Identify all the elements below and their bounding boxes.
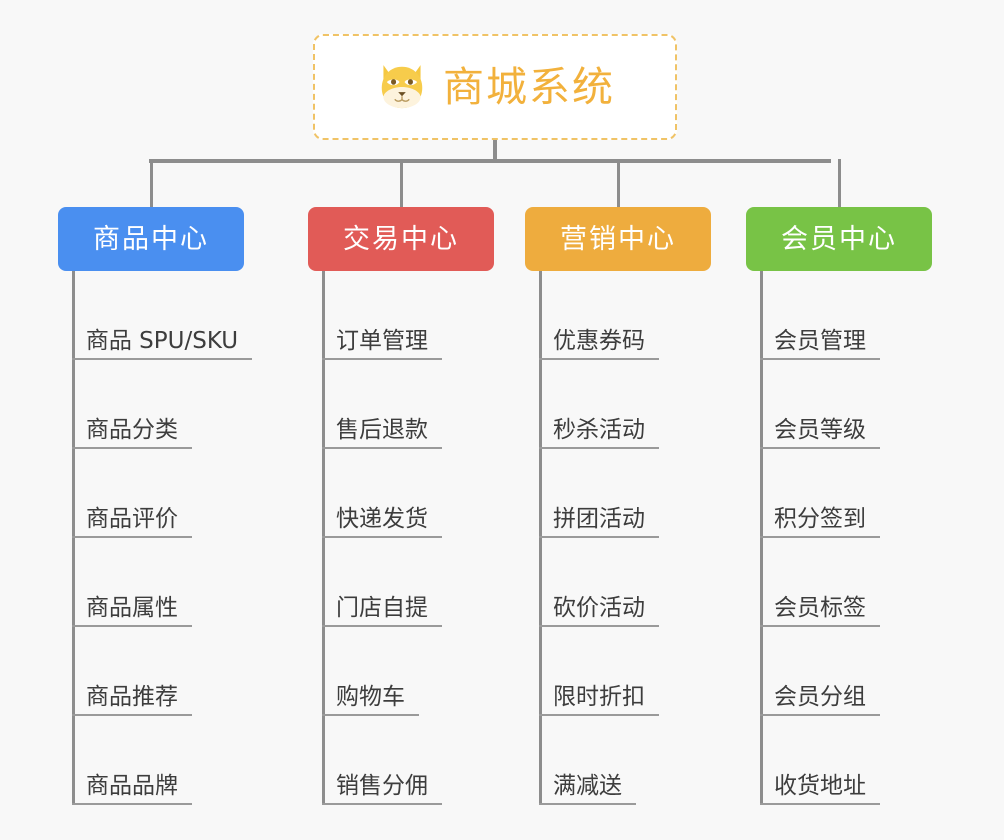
leaf-item-label: 售后退款 (336, 417, 428, 443)
leaf-item-underline (72, 447, 192, 449)
leaf-item-underline (760, 536, 880, 538)
leaf-item-underline (539, 714, 659, 716)
leaf-column-1: 商品 SPU/SKU 商品分类商品评价商品属性商品推荐商品品牌 (72, 271, 282, 805)
leaf-item-underline (322, 803, 442, 805)
leaf-item-label: 收货地址 (774, 773, 866, 799)
leaf-item-underline (72, 625, 192, 627)
leaf-item[interactable]: 积分签到 (760, 449, 880, 538)
category-label: 商品中心 (93, 223, 209, 255)
leaf-item-underline (72, 358, 252, 360)
leaf-item-label: 商品品牌 (86, 773, 178, 799)
leaf-item-label: 砍价活动 (553, 595, 645, 621)
leaf-item-label: 秒杀活动 (553, 417, 645, 443)
leaf-column-spine (760, 271, 763, 805)
leaf-item[interactable]: 会员等级 (760, 360, 880, 449)
leaf-item-underline (72, 803, 192, 805)
leaf-item-underline (539, 625, 659, 627)
leaf-item-label: 积分签到 (774, 506, 866, 532)
leaf-column-4: 会员管理会员等级积分签到会员标签会员分组收货地址 (760, 271, 970, 805)
leaf-item-label: 商品评价 (86, 506, 178, 532)
connector-drop-3 (617, 159, 620, 207)
leaf-item-underline (539, 803, 636, 805)
leaf-item-label: 会员等级 (774, 417, 866, 443)
leaf-item-label: 商品 SPU/SKU (85, 328, 239, 354)
leaf-item-underline (760, 358, 880, 360)
leaf-item-underline (322, 714, 419, 716)
connector-drop-2 (400, 159, 403, 207)
leaf-item-label: 快递发货 (336, 506, 428, 532)
leaf-item[interactable]: 商品推荐 (72, 627, 192, 716)
leaf-item[interactable]: 订单管理 (322, 271, 442, 360)
leaf-item-underline (322, 536, 442, 538)
connector-root-stem (493, 140, 497, 162)
leaf-column-spine (322, 271, 325, 805)
leaf-item-underline (760, 447, 880, 449)
leaf-item-label: 拼团活动 (553, 506, 645, 532)
leaf-item[interactable]: 购物车 (322, 627, 419, 716)
leaf-item[interactable]: 门店自提 (322, 538, 442, 627)
leaf-item[interactable]: 商品 SPU/SKU (72, 271, 252, 360)
leaf-item[interactable]: 商品品牌 (72, 716, 192, 805)
connector-drop-1 (150, 159, 153, 207)
leaf-item-label: 会员管理 (774, 328, 866, 354)
category-box-4[interactable]: 会员中心 (746, 207, 932, 271)
category-box-3[interactable]: 营销中心 (525, 207, 711, 271)
leaf-item[interactable]: 会员管理 (760, 271, 880, 360)
leaf-item[interactable]: 优惠券码 (539, 271, 659, 360)
leaf-item-underline (322, 625, 442, 627)
leaf-column-spine (72, 271, 75, 805)
leaf-item[interactable]: 商品分类 (72, 360, 192, 449)
leaf-item-underline (72, 714, 192, 716)
category-label: 营销中心 (560, 223, 676, 255)
category-box-1[interactable]: 商品中心 (58, 207, 244, 271)
leaf-item-label: 满减送 (553, 773, 622, 799)
leaf-item[interactable]: 拼团活动 (539, 449, 659, 538)
leaf-item[interactable]: 商品属性 (72, 538, 192, 627)
leaf-column-spine (539, 271, 542, 805)
leaf-item-underline (760, 625, 880, 627)
leaf-item-underline (539, 536, 659, 538)
connector-drop-4 (838, 159, 841, 207)
leaf-item-label: 会员标签 (774, 595, 866, 621)
leaf-item-underline (72, 536, 192, 538)
leaf-item-label: 优惠券码 (553, 328, 645, 354)
leaf-item-label: 限时折扣 (553, 684, 645, 710)
leaf-item-label: 门店自提 (336, 595, 428, 621)
leaf-column-3: 优惠券码秒杀活动拼团活动砍价活动限时折扣满减送 (539, 271, 749, 805)
leaf-item-label: 订单管理 (336, 328, 428, 354)
leaf-item-label: 购物车 (336, 684, 405, 710)
leaf-item-underline (760, 803, 880, 805)
leaf-item[interactable]: 商品评价 (72, 449, 192, 538)
leaf-item-label: 商品属性 (86, 595, 178, 621)
leaf-item-label: 商品分类 (86, 417, 178, 443)
leaf-item[interactable]: 秒杀活动 (539, 360, 659, 449)
connector-horizontal-bus (149, 159, 831, 163)
leaf-item-label: 销售分佣 (336, 773, 428, 799)
leaf-item[interactable]: 满减送 (539, 716, 636, 805)
leaf-item-underline (322, 447, 442, 449)
leaf-item[interactable]: 限时折扣 (539, 627, 659, 716)
leaf-item[interactable]: 砍价活动 (539, 538, 659, 627)
leaf-column-2: 订单管理售后退款快递发货门店自提购物车销售分佣 (322, 271, 532, 805)
leaf-item-underline (539, 358, 659, 360)
root-node[interactable]: 商城系统 (313, 34, 677, 140)
category-label: 会员中心 (781, 223, 897, 255)
shiba-dog-icon (381, 65, 423, 109)
category-label: 交易中心 (343, 223, 459, 255)
leaf-item-label: 会员分组 (774, 684, 866, 710)
leaf-item[interactable]: 快递发货 (322, 449, 442, 538)
leaf-item-underline (539, 447, 659, 449)
leaf-item[interactable]: 售后退款 (322, 360, 442, 449)
leaf-item-underline (322, 358, 442, 360)
leaf-item-label: 商品推荐 (86, 684, 178, 710)
leaf-item[interactable]: 销售分佣 (322, 716, 442, 805)
category-box-2[interactable]: 交易中心 (308, 207, 494, 271)
leaf-item[interactable]: 会员标签 (760, 538, 880, 627)
root-title: 商城系统 (443, 62, 615, 111)
leaf-item[interactable]: 会员分组 (760, 627, 880, 716)
leaf-item-underline (760, 714, 880, 716)
leaf-item[interactable]: 收货地址 (760, 716, 880, 805)
